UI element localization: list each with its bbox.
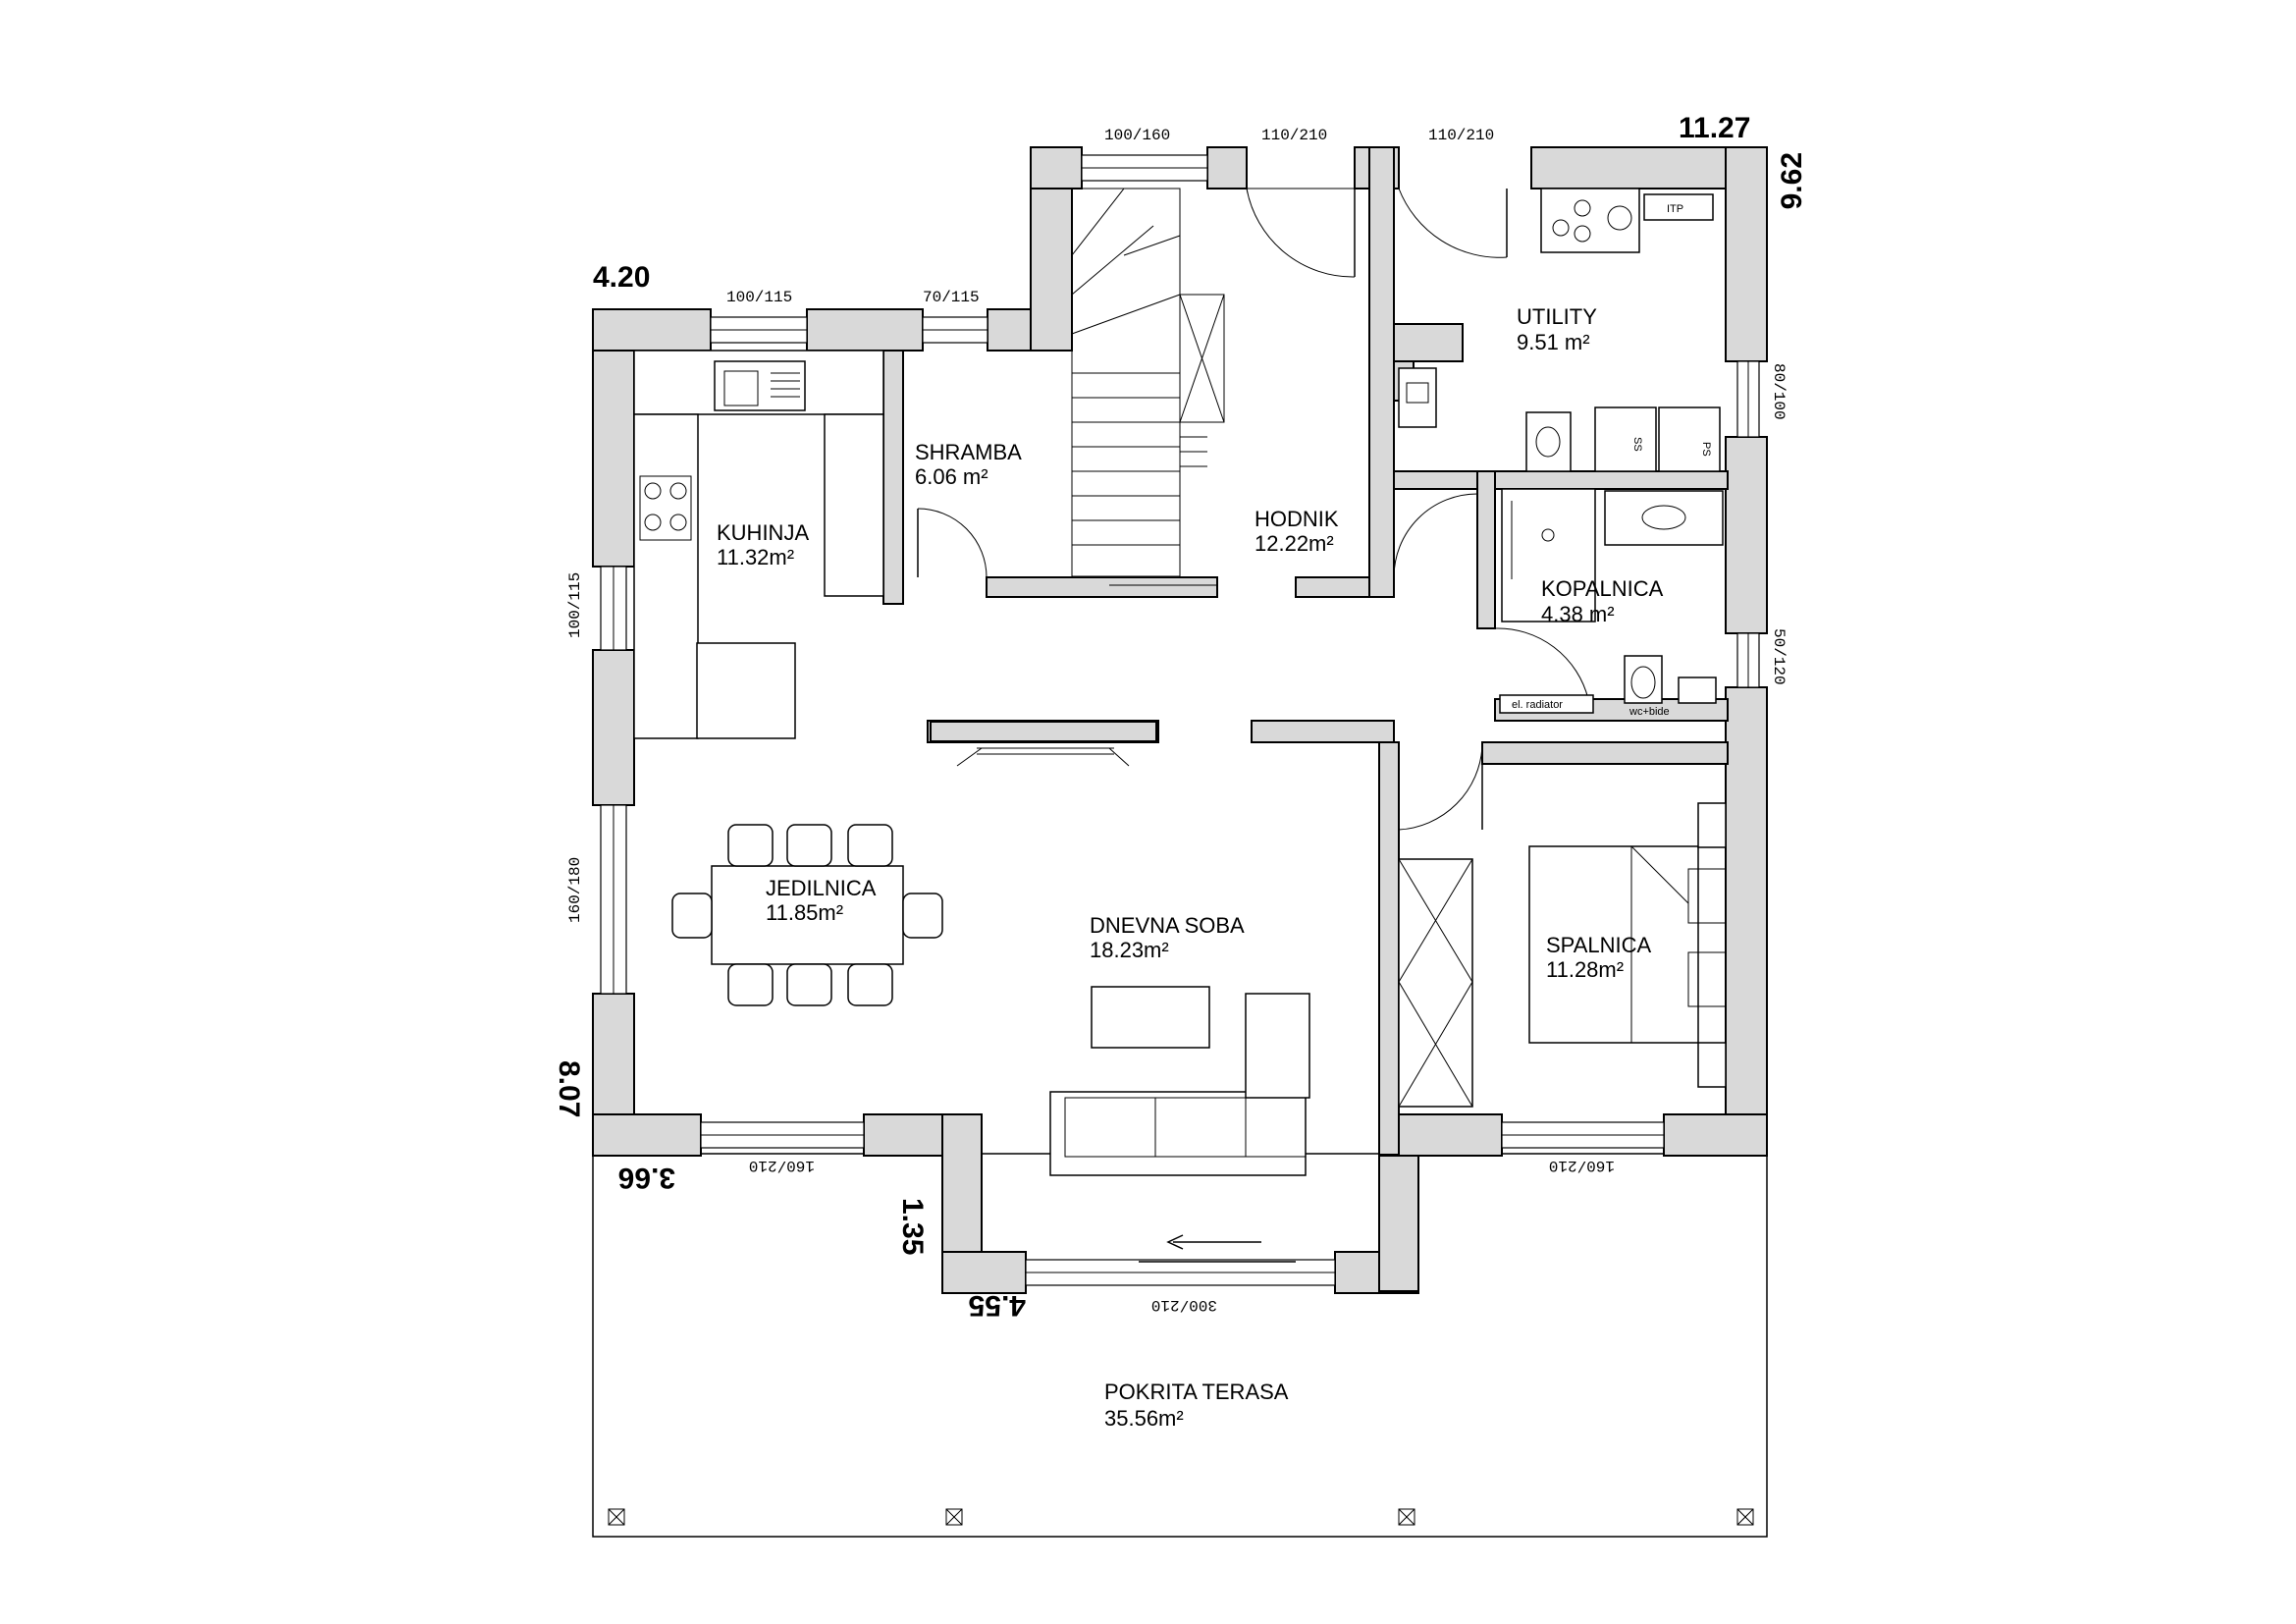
opening-label: 50/120 (1770, 628, 1788, 685)
terrace-outline (592, 1153, 1768, 1538)
terrace-columns (608, 1508, 1754, 1526)
opening-label: 110/210 (1428, 127, 1494, 144)
room-kopalnica-name: KOPALNICA (1541, 576, 1664, 601)
radiator-label: el. radiator (1512, 699, 1563, 711)
room-jedilnica-name: JEDILNICA (766, 876, 877, 900)
room-utility-name: UTILITY (1517, 304, 1597, 329)
room-spalnica-name: SPALNICA (1546, 933, 1652, 957)
bathroom-fixtures: wc+bide el. radiator (1499, 488, 1724, 718)
opening-label: 160/210 (749, 1157, 815, 1174)
opening-label: 100/160 (1104, 127, 1170, 144)
kitchen-fixtures (633, 350, 884, 739)
room-kopalnica-area: 4.38 m² (1541, 602, 1615, 626)
ss-label: SS (1631, 437, 1643, 452)
room-terasa-area: 35.56m² (1104, 1406, 1184, 1431)
room-spalnica-area: 11.28m² (1546, 957, 1624, 982)
doors (917, 188, 1589, 831)
room-kuhinja-area: 11.32m² (717, 545, 794, 569)
opening-label: 100/115 (566, 572, 584, 638)
dimension-4-20: 4.20 (593, 261, 650, 294)
exterior-walls (592, 146, 1768, 1294)
opening-labels: 100/160 110/210 110/210 100/115 70/115 8… (566, 127, 1788, 1314)
opening-label: 110/210 (1261, 127, 1327, 144)
wc-bide-label: wc+bide (1629, 706, 1670, 718)
room-hodnik-area: 12.22m² (1255, 531, 1334, 556)
dining-table (671, 824, 943, 1006)
dimension-labels: 4.20 11.27 9.62 8.07 3.66 1.35 4.55 (553, 112, 1808, 1322)
room-terasa-name: POKRITA TERASA (1104, 1380, 1289, 1404)
itp-label: ITP (1667, 203, 1683, 215)
dimension-11-27: 11.27 (1679, 112, 1750, 144)
bedroom-furniture (1398, 802, 1727, 1108)
living-furniture (1049, 986, 1310, 1176)
room-utility-area: 9.51 m² (1517, 330, 1590, 354)
room-labels: KUHINJA 11.32m² SHRAMBA 6.06 m² HODNIK 1… (717, 304, 1664, 1431)
room-shramba-name: SHRAMBA (915, 440, 1022, 464)
room-shramba-area: 6.06 m² (915, 464, 988, 489)
dimension-1-35: 1.35 (896, 1198, 929, 1255)
utility-fixtures: ITP SS PS (1398, 188, 1721, 472)
dimension-3-66: 3.66 (618, 1162, 675, 1194)
living-divider (930, 721, 1157, 767)
room-hodnik-name: HODNIK (1255, 507, 1339, 531)
room-dnevna-soba-name: DNEVNA SOBA (1090, 913, 1245, 938)
dimension-8-07: 8.07 (553, 1060, 585, 1117)
opening-label: 80/100 (1770, 363, 1788, 420)
room-dnevna-soba-area: 18.23m² (1090, 938, 1169, 962)
opening-label: 160/210 (1549, 1157, 1615, 1174)
staircase (1071, 188, 1225, 586)
ps-label: PS (1700, 442, 1712, 457)
opening-label: 70/115 (923, 289, 980, 306)
windows (600, 154, 1760, 1286)
room-jedilnica-area: 11.85m² (766, 900, 843, 925)
dimension-9-62: 9.62 (1776, 152, 1808, 209)
opening-label: 160/180 (566, 857, 584, 923)
opening-label: 100/115 (726, 289, 792, 306)
dimension-4-55: 4.55 (969, 1289, 1026, 1322)
room-kuhinja-name: KUHINJA (717, 520, 809, 545)
opening-label: 300/210 (1151, 1296, 1217, 1314)
